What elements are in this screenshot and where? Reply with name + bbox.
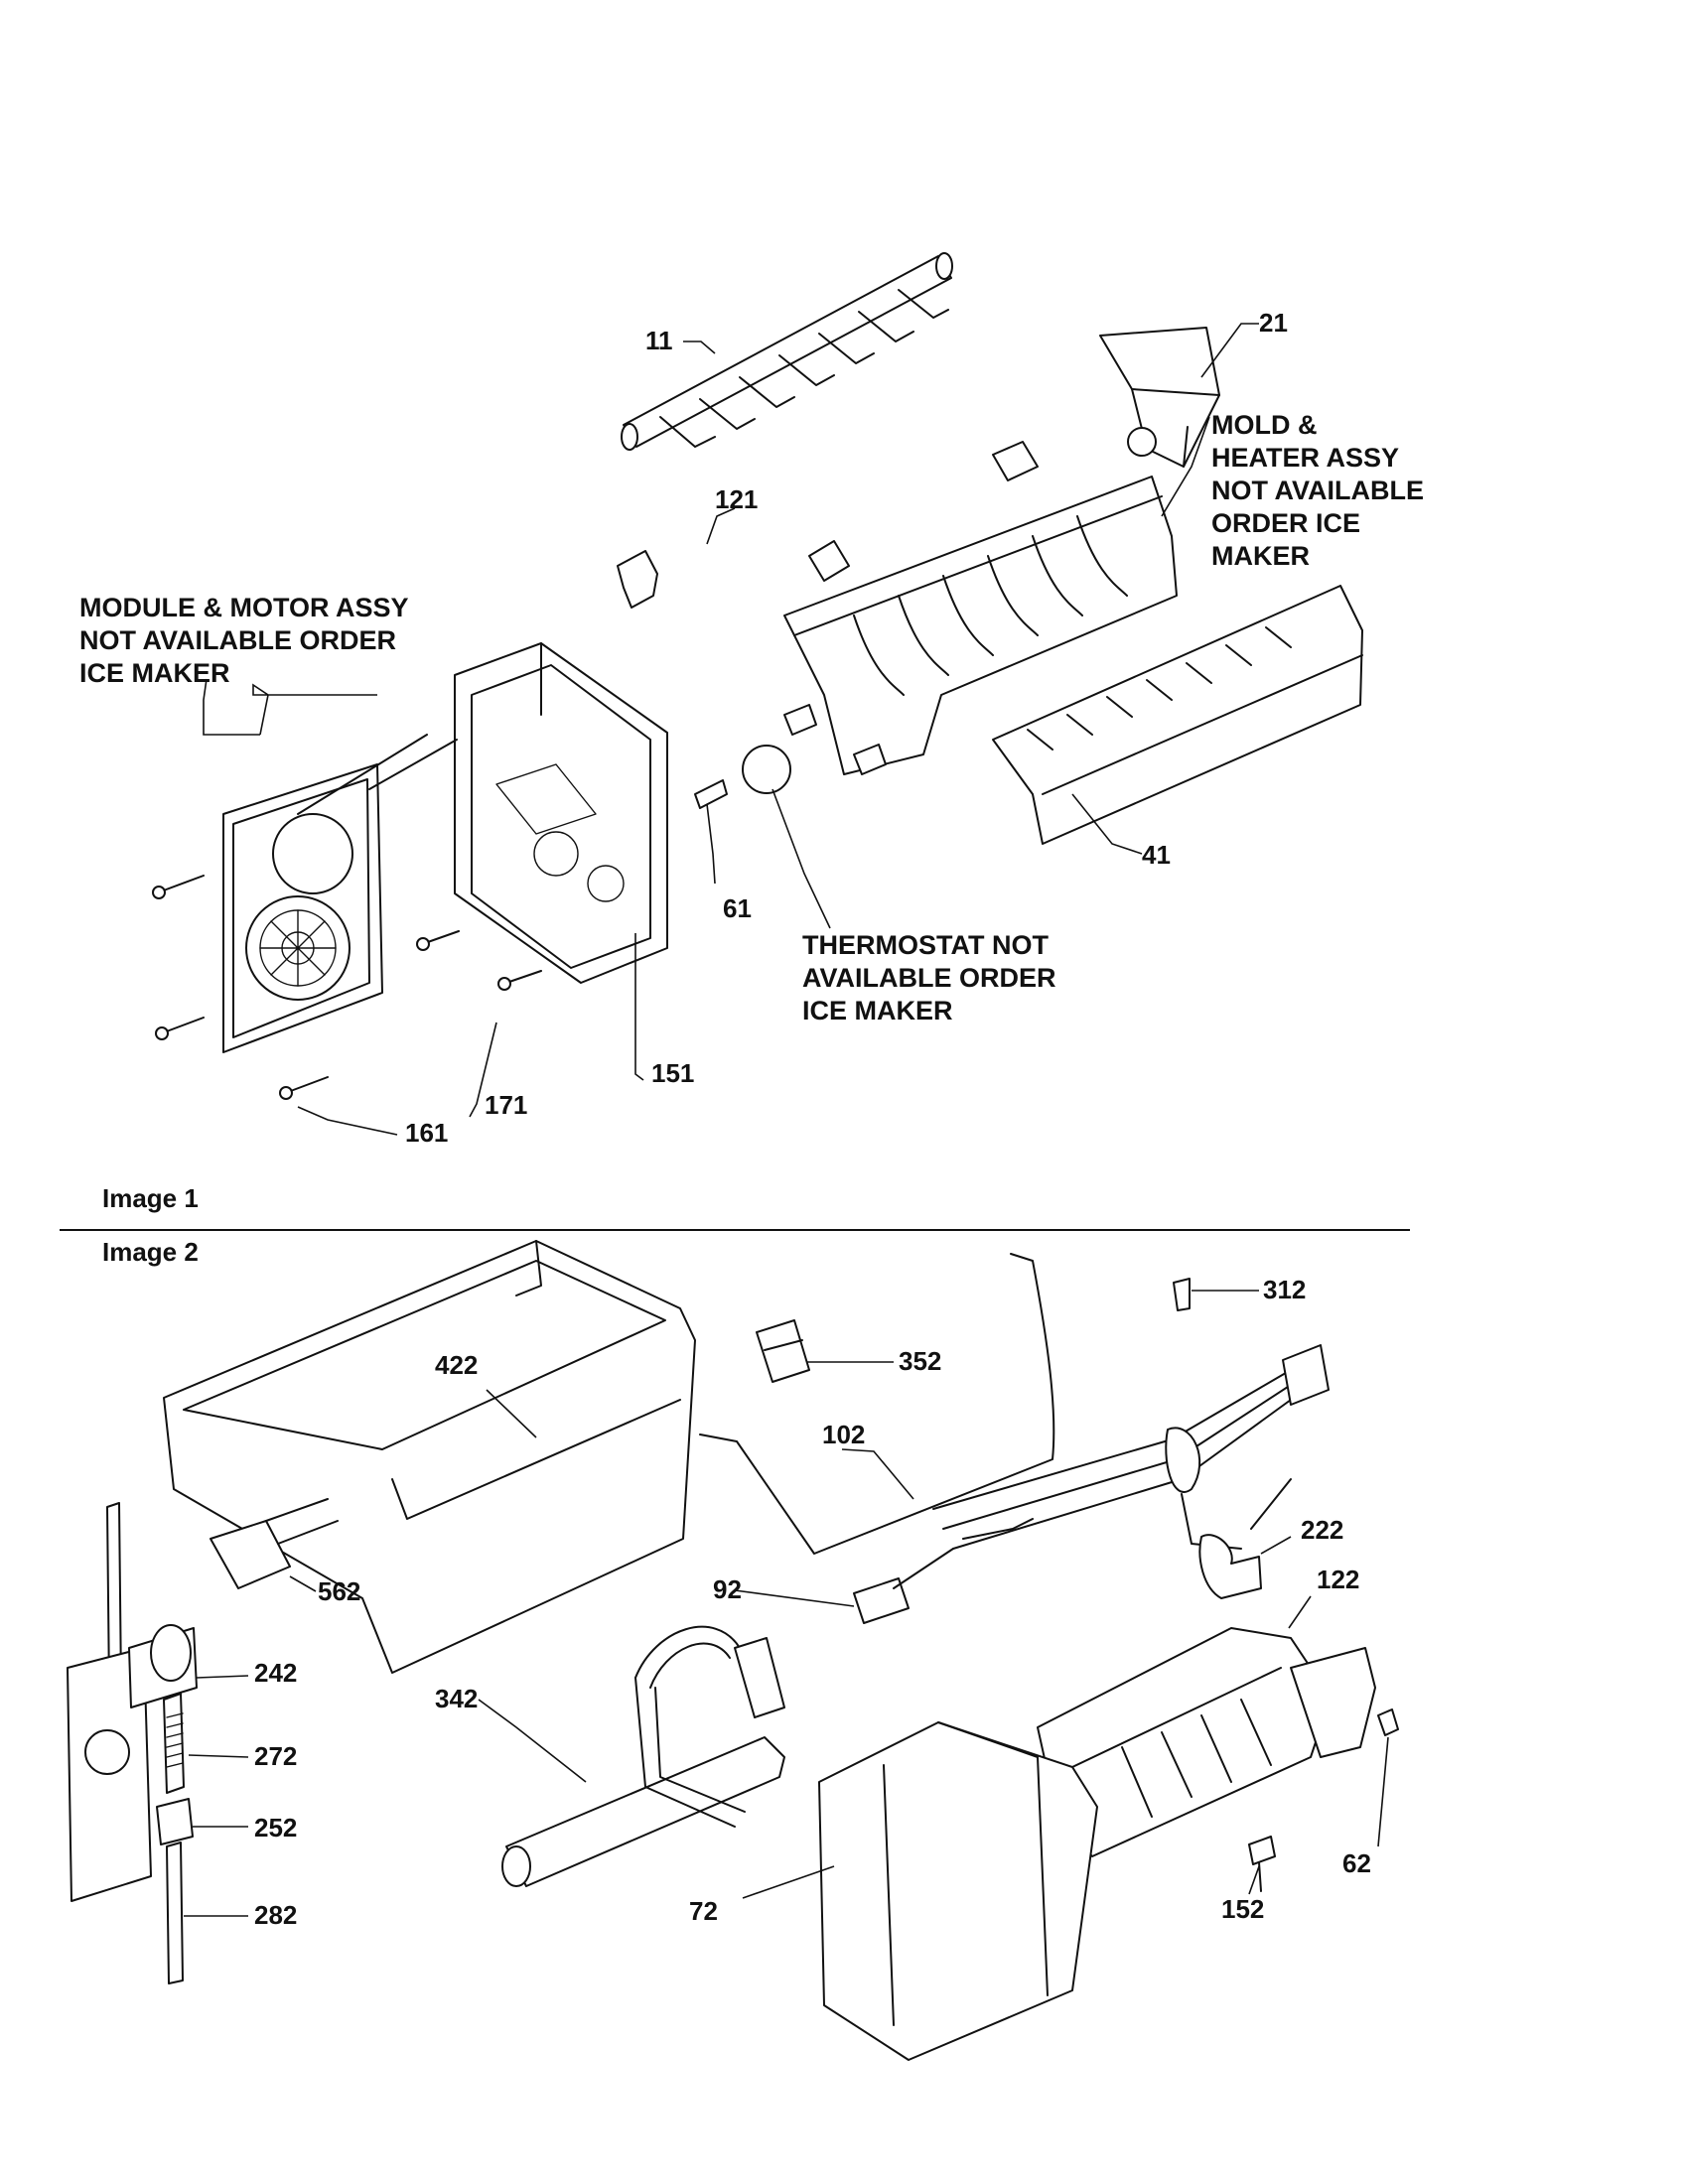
thermostat-drawing xyxy=(694,704,887,809)
part-label-21: 21 xyxy=(1259,308,1288,338)
note-mold-line-1: MOLD & xyxy=(1211,410,1318,440)
part-label-72: 72 xyxy=(689,1896,718,1926)
screws-image1 xyxy=(152,875,542,1100)
part-label-161: 161 xyxy=(405,1118,449,1148)
clip-121-drawing xyxy=(617,550,658,609)
wire-arm-drawing xyxy=(699,1253,1055,1555)
part-label-41: 41 xyxy=(1142,840,1171,870)
leaders-image2 xyxy=(184,1290,1389,1917)
part-label-272: 272 xyxy=(254,1741,298,1771)
ice-bin-drawing xyxy=(163,1240,696,1674)
part-label-222: 222 xyxy=(1301,1515,1344,1545)
part-label-122: 122 xyxy=(1317,1565,1360,1594)
part-label-92: 92 xyxy=(713,1574,742,1604)
part-label-62: 62 xyxy=(1342,1848,1371,1878)
note-thermostat-line-2: AVAILABLE ORDER xyxy=(802,963,1056,993)
part-label-171: 171 xyxy=(485,1090,528,1120)
motor-plate-drawing xyxy=(222,734,458,1053)
note-module-line-2: NOT AVAILABLE ORDER xyxy=(79,625,396,655)
note-mold-heater: MOLD & HEATER ASSY NOT AVAILABLE ORDER I… xyxy=(1211,409,1424,573)
part-label-242: 242 xyxy=(254,1658,298,1688)
note-module-motor: MODULE & MOTOR ASSY NOT AVAILABLE ORDER … xyxy=(79,592,409,690)
note-module-line-1: MODULE & MOTOR ASSY xyxy=(79,593,409,622)
valve-assembly-drawing xyxy=(67,1502,198,1984)
leaders-image1 xyxy=(203,323,1259,1136)
part-label-342: 342 xyxy=(435,1684,479,1713)
part-label-151: 151 xyxy=(651,1058,695,1088)
part-label-282: 282 xyxy=(254,1900,298,1930)
section-label-image-2: Image 2 xyxy=(102,1237,199,1267)
note-thermostat-line-3: ICE MAKER xyxy=(802,996,953,1025)
mold-heater-drawing xyxy=(783,441,1178,775)
note-mold-line-3: NOT AVAILABLE xyxy=(1211,476,1424,505)
part-label-11: 11 xyxy=(645,326,673,355)
part-label-61: 61 xyxy=(723,893,752,923)
note-mold-line-4: ORDER ICE xyxy=(1211,508,1361,538)
fill-tube-drawing xyxy=(501,1625,785,1887)
note-thermostat: THERMOSTAT NOT AVAILABLE ORDER ICE MAKER xyxy=(802,929,1056,1027)
section-divider xyxy=(60,1229,1410,1231)
section-label-image-1: Image 1 xyxy=(102,1183,199,1213)
fill-cup-drawing xyxy=(1099,327,1220,468)
module-housing-drawing xyxy=(454,642,668,984)
note-mold-line-2: HEATER ASSY xyxy=(1211,443,1400,473)
switch-562-drawing xyxy=(210,1498,339,1589)
part-label-121: 121 xyxy=(715,484,759,514)
wire-harness-drawing xyxy=(853,1344,1330,1624)
part-label-422: 422 xyxy=(435,1350,479,1380)
note-thermostat-line-1: THERMOSTAT NOT xyxy=(802,930,1049,960)
part-label-152: 152 xyxy=(1221,1894,1265,1924)
ejector-shaft-drawing xyxy=(621,252,953,451)
stripper-drawing xyxy=(992,585,1363,845)
clip-222-drawing xyxy=(1198,1534,1262,1599)
part-label-562: 562 xyxy=(318,1576,361,1606)
part-label-102: 102 xyxy=(822,1420,866,1449)
screw-312-drawing xyxy=(1173,1278,1191,1311)
clip-352-drawing xyxy=(756,1319,810,1383)
part-label-312: 312 xyxy=(1263,1275,1307,1304)
ice-maker-drawing xyxy=(1037,1627,1399,1857)
note-mold-line-5: MAKER xyxy=(1211,541,1310,571)
note-module-line-3: ICE MAKER xyxy=(79,658,230,688)
part-label-252: 252 xyxy=(254,1813,298,1843)
front-cover-drawing xyxy=(818,1721,1098,2061)
part-label-352: 352 xyxy=(899,1346,942,1376)
